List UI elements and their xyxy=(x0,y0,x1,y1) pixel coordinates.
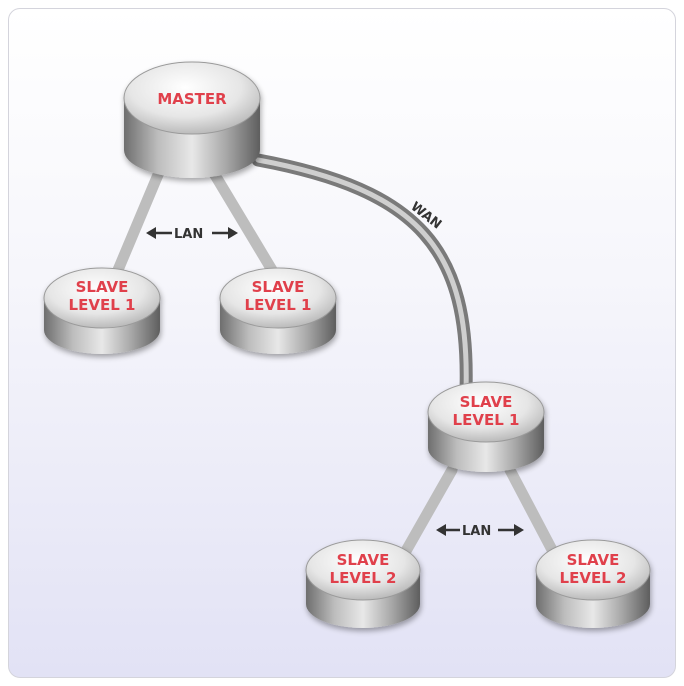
slave-level1-right-line2: LEVEL 1 xyxy=(453,411,520,429)
slave-level1-node-middle: SLAVE LEVEL 1 xyxy=(219,267,337,354)
link-master-slave-l1-a xyxy=(112,164,166,276)
slave-level1-middle-line2: LEVEL 1 xyxy=(245,296,312,314)
slave-level1-node-right: SLAVE LEVEL 1 xyxy=(427,381,545,472)
master-label: MASTER xyxy=(157,90,227,108)
slave-level1-right-line1: SLAVE xyxy=(460,393,513,411)
master-node: MASTER xyxy=(123,61,261,178)
slave-level2-left-line2: LEVEL 2 xyxy=(330,569,397,587)
slave-level1-middle-line1: SLAVE xyxy=(252,278,305,296)
slave-level1-node-left: SLAVE LEVEL 1 xyxy=(43,267,161,354)
link-master-slave-l1-b xyxy=(206,164,278,276)
slave-level2-left-line1: SLAVE xyxy=(337,551,390,569)
slave-level2-right-line1: SLAVE xyxy=(567,551,620,569)
wan-link-highlight xyxy=(255,157,469,393)
slave-level2-node-left: SLAVE LEVEL 2 xyxy=(305,539,421,628)
lan-text-top: LAN xyxy=(174,227,203,242)
lan-text-bottom: LAN xyxy=(462,524,491,539)
lan-label-top: LAN xyxy=(146,227,238,242)
lan-label-bottom: LAN xyxy=(436,524,524,539)
slave-level1-left-line1: SLAVE xyxy=(76,278,129,296)
slave-level1-left-line2: LEVEL 1 xyxy=(69,296,136,314)
connections xyxy=(112,153,566,571)
slave-level2-node-right: SLAVE LEVEL 2 xyxy=(535,539,651,628)
slave-level2-right-line2: LEVEL 2 xyxy=(560,569,627,587)
link-slave-l1-c-slave-l2-a xyxy=(392,464,458,571)
